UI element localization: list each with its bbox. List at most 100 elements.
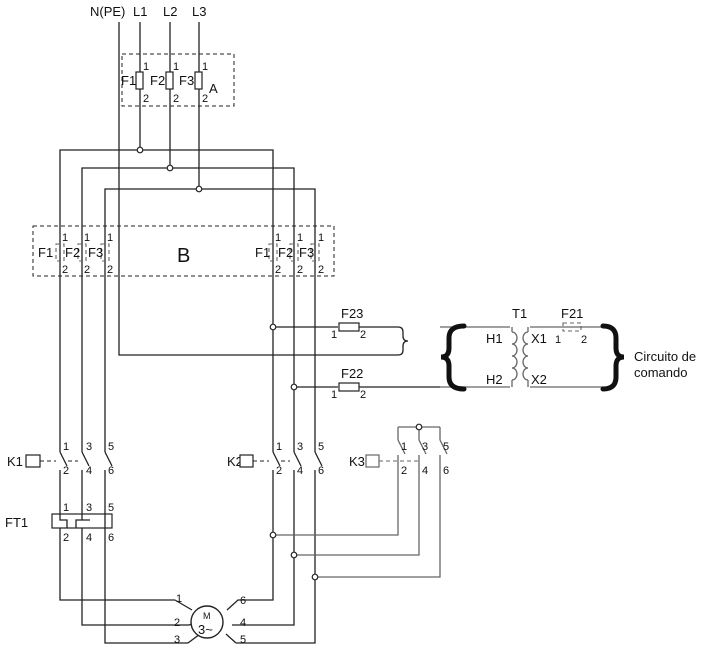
svg-text:H2: H2 — [486, 372, 503, 387]
small-brace — [397, 326, 409, 356]
secondary-coil — [522, 331, 529, 381]
svg-text:1: 1 — [63, 502, 69, 514]
fuse-f22-body — [338, 382, 360, 392]
svg-text:2: 2 — [63, 532, 69, 544]
svg-text:5: 5 — [318, 441, 324, 453]
fuse-f23: F23 1 2 — [331, 306, 366, 341]
svg-text:1: 1 — [331, 389, 337, 401]
svg-text:F1: F1 — [38, 245, 53, 260]
large-brace-left — [440, 323, 467, 392]
svg-text:2: 2 — [318, 264, 324, 276]
fuse-a-f3-label: F3 — [179, 73, 194, 88]
svg-text:H1: H1 — [486, 331, 503, 346]
fuse-a-f1-label: F1 — [121, 73, 136, 88]
svg-text:2: 2 — [581, 334, 587, 346]
k1-coil — [25, 454, 41, 468]
incoming-phases — [139, 22, 200, 189]
svg-text:comando: comando — [634, 365, 687, 380]
svg-text:1: 1 — [62, 232, 68, 244]
control-circuit-label: Circuito de comando — [634, 349, 696, 380]
svg-text:6: 6 — [318, 465, 324, 477]
k3-coil — [365, 454, 380, 468]
svg-text:5: 5 — [443, 441, 449, 453]
svg-text:F2: F2 — [278, 245, 293, 260]
fuse-f21-body — [562, 322, 582, 332]
label-l2: L2 — [163, 4, 177, 19]
svg-text:4: 4 — [422, 465, 428, 477]
k2-coil — [239, 454, 254, 468]
svg-text:1: 1 — [202, 61, 208, 73]
transformer-t1: T1 H1 H2 X1 X2 — [486, 306, 547, 387]
k3-wiring — [273, 326, 603, 578]
fuse-f21: F21 1 2 — [555, 306, 587, 346]
motor-leads-right — [225, 578, 295, 644]
svg-text:Circuito de: Circuito de — [634, 349, 696, 364]
fuse-group-a-frame — [121, 53, 235, 107]
svg-text:1: 1 — [297, 232, 303, 244]
overload-relay-ft1: FT1 1 3 5 2 4 6 — [5, 502, 114, 544]
svg-text:4: 4 — [86, 465, 92, 477]
contactor-k2: K2 1 3 5 2 4 6 — [227, 441, 324, 477]
fuse-a-f3-body — [194, 71, 203, 90]
svg-text:2: 2 — [360, 389, 366, 401]
svg-text:4: 4 — [297, 465, 303, 477]
svg-text:1: 1 — [555, 334, 561, 346]
svg-text:6: 6 — [108, 532, 114, 544]
fuse-group-a-tag: A — [209, 81, 218, 96]
svg-text:1: 1 — [84, 232, 90, 244]
svg-text:1: 1 — [318, 232, 324, 244]
svg-text:2: 2 — [297, 264, 303, 276]
svg-text:6: 6 — [443, 465, 449, 477]
svg-text:3: 3 — [86, 441, 92, 453]
n-pe-drop — [118, 22, 398, 356]
l3-loop — [104, 188, 316, 644]
svg-text:1: 1 — [276, 441, 282, 453]
motor-terminal-5: 5 — [240, 634, 246, 646]
svg-text:K2: K2 — [227, 454, 243, 469]
svg-text:F3: F3 — [88, 245, 103, 260]
contactor-k3: K3 1 3 5 2 4 6 — [349, 439, 449, 477]
svg-text:4: 4 — [86, 532, 92, 544]
l2-loop — [81, 167, 295, 626]
svg-text:2: 2 — [107, 264, 113, 276]
svg-text:2: 2 — [401, 465, 407, 477]
svg-text:2: 2 — [173, 93, 179, 105]
primary-coil — [511, 331, 518, 381]
label-l3: L3 — [192, 4, 206, 19]
svg-text:2: 2 — [202, 93, 208, 105]
svg-text:5: 5 — [108, 441, 114, 453]
fuse-f23-body — [338, 322, 360, 332]
k3-leads — [273, 455, 441, 578]
main-wiring — [59, 22, 440, 644]
svg-text:2: 2 — [275, 264, 281, 276]
label-n-pe: N(PE) — [90, 4, 125, 19]
svg-text:1: 1 — [143, 61, 149, 73]
large-brace-right — [600, 323, 625, 392]
svg-text:1: 1 — [63, 441, 69, 453]
svg-text:2: 2 — [276, 465, 282, 477]
l1-loop — [59, 149, 274, 601]
svg-text:2: 2 — [360, 329, 366, 341]
svg-text:X2: X2 — [531, 372, 547, 387]
motor-terminal-2: 2 — [174, 617, 180, 629]
svg-text:5: 5 — [108, 502, 114, 514]
svg-text:1: 1 — [331, 329, 337, 341]
motor-terminal-3: 3 — [174, 634, 180, 646]
svg-text:F2: F2 — [65, 245, 80, 260]
svg-text:K3: K3 — [349, 454, 365, 469]
svg-text:1: 1 — [107, 232, 113, 244]
svg-text:FT1: FT1 — [5, 515, 28, 530]
label-l1: L1 — [133, 4, 147, 19]
svg-text:X1: X1 — [531, 331, 547, 346]
fuse-a-f1-body — [135, 71, 144, 90]
svg-text:F21: F21 — [561, 306, 583, 321]
fuse-a-f2-label: F2 — [150, 73, 165, 88]
transformer-leads — [440, 326, 603, 388]
motor-terminal-6: 6 — [240, 595, 246, 607]
svg-text:3: 3 — [297, 441, 303, 453]
fuse-a-f2-body — [165, 71, 174, 90]
svg-text:3~: 3~ — [198, 622, 213, 637]
svg-text:2: 2 — [62, 264, 68, 276]
svg-text:2: 2 — [84, 264, 90, 276]
